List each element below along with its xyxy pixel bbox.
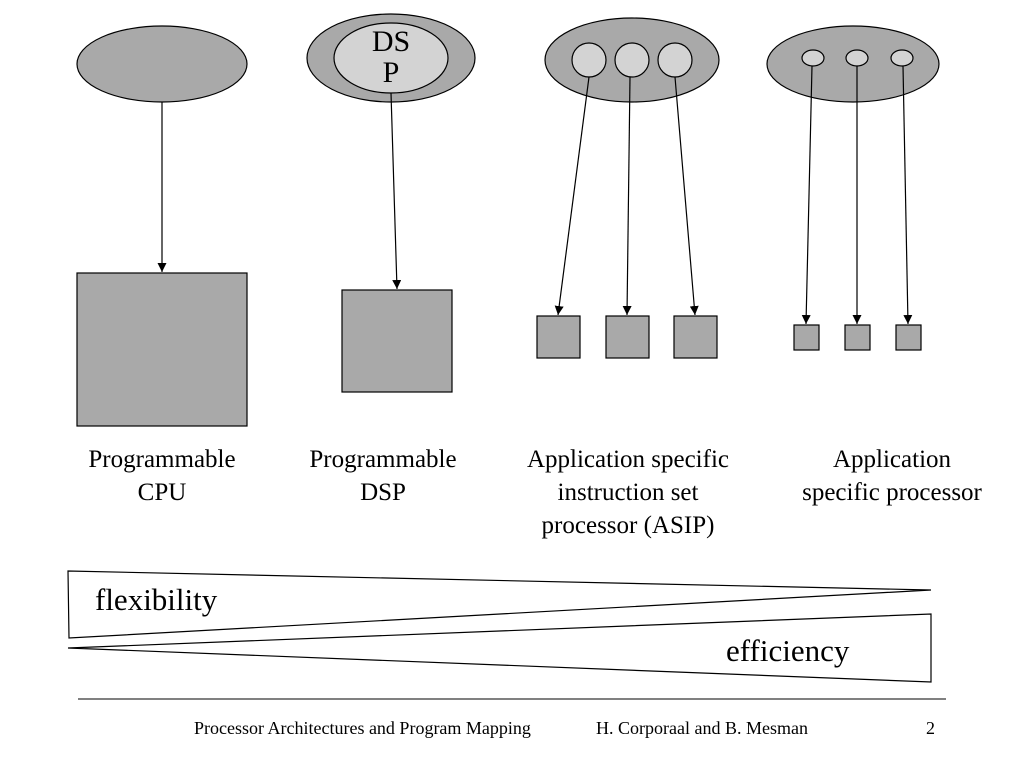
asp-processor-box bbox=[793, 324, 820, 351]
asip-processor-box bbox=[605, 315, 650, 359]
footer-course-title: Processor Architectures and Program Mapp… bbox=[194, 718, 531, 738]
cpu-column bbox=[76, 25, 248, 427]
asip-task-circle bbox=[571, 42, 607, 78]
cpu-application-ellipse bbox=[76, 25, 248, 103]
efficiency-wedge bbox=[67, 613, 932, 683]
dsp-mapping-arrow bbox=[390, 92, 402, 290]
footer-page-number: 2 bbox=[926, 718, 935, 738]
asp-mapping-arrow bbox=[902, 65, 913, 325]
asp-mapping-arrow bbox=[801, 65, 813, 325]
asip-task-circle bbox=[657, 42, 693, 78]
flexibility-wedge bbox=[67, 570, 932, 639]
asip-column bbox=[536, 17, 720, 359]
asip-mapping-arrow bbox=[674, 76, 699, 316]
asp-column bbox=[766, 25, 940, 351]
dsp-processor-box bbox=[341, 289, 453, 393]
asp-processor-box bbox=[844, 324, 871, 351]
dsp-column bbox=[306, 13, 476, 393]
efficiency-label: efficiency bbox=[726, 633, 850, 668]
asip-processor-box bbox=[536, 315, 581, 359]
label-programmable-cpu: Programmable CPU bbox=[88, 446, 236, 506]
footer-authors: H. Corporaal and B. Mesman bbox=[596, 718, 808, 738]
label-asip: Application specific instruction set pro… bbox=[526, 446, 729, 539]
flexibility-label: flexibility bbox=[95, 582, 218, 617]
cpu-processor-box bbox=[76, 272, 248, 427]
label-application-specific-processor: Application specific processor bbox=[802, 446, 982, 506]
label-programmable-dsp: Programmable DSP bbox=[309, 446, 457, 506]
asp-task-ellipse bbox=[890, 49, 914, 67]
asip-mapping-arrow bbox=[622, 76, 632, 316]
asip-task-circle bbox=[614, 42, 650, 78]
asip-mapping-arrow bbox=[554, 76, 590, 316]
asp-task-ellipse bbox=[801, 49, 825, 67]
asp-processor-box bbox=[895, 324, 922, 351]
dsp-inner-label: DS P bbox=[371, 25, 411, 89]
asip-processor-box bbox=[673, 315, 718, 359]
asp-task-ellipse bbox=[845, 49, 869, 67]
